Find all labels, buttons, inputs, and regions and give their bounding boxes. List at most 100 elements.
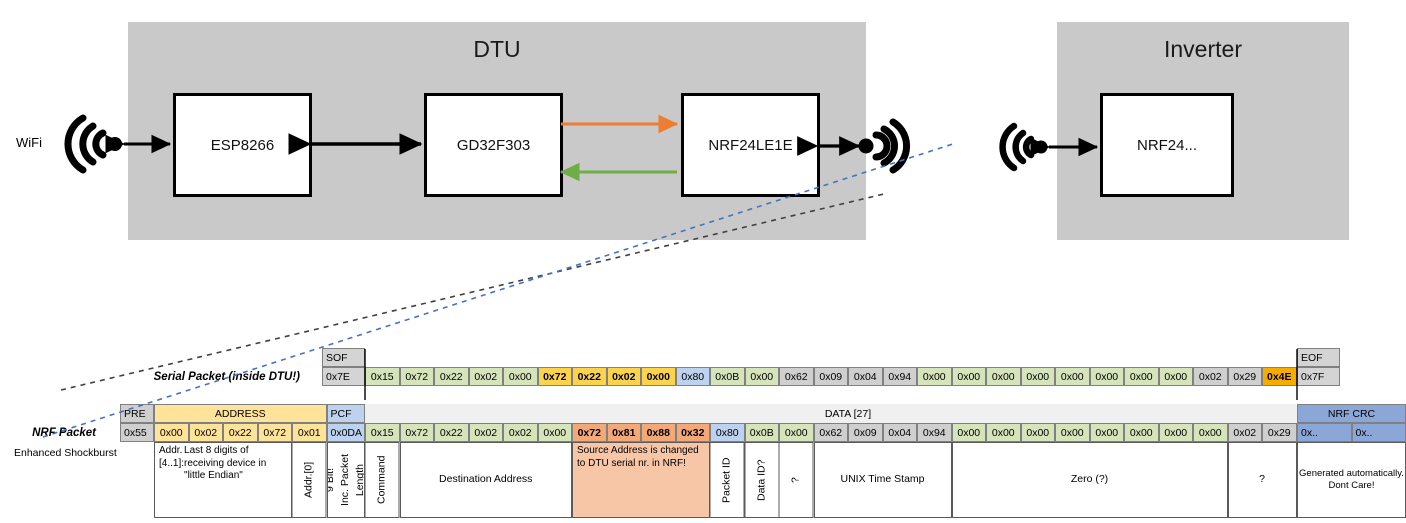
nrf-byte-19: 0x00 [1020, 423, 1055, 442]
serial-byte-13: 0x09 [813, 367, 848, 386]
nrf-byte-1: 0x72 [399, 423, 434, 442]
nrf-crc-byte-0: 0x.. [1297, 423, 1352, 442]
desc-address-line-1: Last 8 digits of receiving device in "li… [184, 445, 267, 481]
desc-addr0: Addr.[0] [292, 442, 327, 518]
dtu-title: DTU [473, 36, 521, 62]
dtu-rf-antenna-icon [872, 118, 911, 174]
serial-byte-11: 0x00 [744, 367, 779, 386]
wifi-antenna-icon [64, 114, 107, 174]
serial-byte-15: 0x94 [882, 367, 917, 386]
serial-eof-header: EOF [1297, 348, 1340, 367]
serial-byte-3: 0x02 [468, 367, 503, 386]
nrf-byte-21: 0x00 [1089, 423, 1124, 442]
nrf-byte-20: 0x00 [1055, 423, 1090, 442]
nrf-byte-2: 0x22 [434, 423, 469, 442]
serial-byte-19: 0x00 [1020, 367, 1055, 386]
inverter-rf-antenna-icon [999, 122, 1035, 172]
serial-byte-9: 0x80 [675, 367, 710, 386]
serial-byte-6: 0x22 [572, 367, 607, 386]
nrf-address-byte-2: 0x22 [223, 423, 258, 442]
desc-command: Command [365, 442, 400, 518]
nrf-pre-value: 0x55 [120, 423, 154, 442]
serial-byte-8: 0x00 [641, 367, 676, 386]
nrf-packet-sublabel: Enhanced Shockburst [14, 447, 117, 459]
nrf-byte-15: 0x04 [882, 423, 917, 442]
serial-byte-20: 0x00 [1055, 367, 1090, 386]
serial-byte-1: 0x72 [399, 367, 434, 386]
chip-esp8266: ESP8266 [173, 93, 312, 197]
nrf-byte-17: 0x00 [951, 423, 986, 442]
nrf-crc-byte-1: 0x.. [1351, 423, 1406, 442]
inverter-rf-antenna-dot [1034, 140, 1048, 154]
serial-byte-5: 0x72 [537, 367, 572, 386]
nrf-byte-14: 0x09 [848, 423, 883, 442]
nrf-pcf-value: 0x0DA [326, 423, 365, 442]
desc-data-id: Data ID? [744, 442, 779, 518]
desc-unknown-1: ? [779, 442, 814, 518]
serial-sof-value: 0x7E [322, 367, 365, 386]
serial-byte-21: 0x00 [1089, 367, 1124, 386]
nrf-byte-8: 0x88 [641, 423, 676, 442]
nrf-byte-9: 0x32 [675, 423, 710, 442]
serial-byte-18: 0x00 [986, 367, 1021, 386]
nrf-pcf-header: PCF [326, 404, 365, 423]
nrf-byte-18: 0x00 [986, 423, 1021, 442]
desc-pcf-length: Length [354, 463, 365, 497]
desc-address: Addr. [4..1]:Last 8 digits of receiving … [154, 442, 292, 518]
chip-nrf24: NRF24... [1100, 93, 1234, 197]
serial-byte-0: 0x15 [365, 367, 400, 386]
nrf-byte-7: 0x81 [606, 423, 641, 442]
serial-byte-10: 0x0B [710, 367, 745, 386]
desc-zero: Zero (?) [951, 442, 1228, 518]
serial-byte-7: 0x02 [606, 367, 641, 386]
serial-byte-12: 0x62 [779, 367, 814, 386]
nrf-byte-12: 0x00 [779, 423, 814, 442]
nrf-data-header: DATA [27] [365, 404, 1331, 423]
serial-sof-header: SOF [322, 348, 365, 367]
nrf-byte-25: 0x02 [1227, 423, 1262, 442]
chip-gd32f303: GD32F303 [424, 93, 563, 197]
nrf-address-byte-0: 0x00 [154, 423, 189, 442]
nrf-address-header: ADDRESS [154, 404, 327, 423]
nrf-byte-23: 0x00 [1158, 423, 1193, 442]
nrf-byte-10: 0x80 [710, 423, 745, 442]
desc-destination-address: Destination Address [399, 442, 572, 518]
serial-eof-value: 0x7F [1297, 367, 1340, 386]
desc-unknown-2: ? [1227, 442, 1297, 518]
serial-byte-23: 0x00 [1158, 367, 1193, 386]
nrf-byte-13: 0x62 [813, 423, 848, 442]
wifi-label: WiFi [16, 135, 42, 150]
serial-packet-label: Serial Packet (inside DTU!) [153, 371, 300, 383]
nrf-byte-4: 0x02 [503, 423, 538, 442]
chip-nrf24le1e-label: NRF24LE1E [708, 136, 793, 154]
desc-address-line-0: Addr. [4..1]: [159, 445, 185, 469]
serial-byte-17: 0x00 [951, 367, 986, 386]
desc-pcf-inc: Inc. Packet [339, 454, 352, 506]
desc-source-address: Source Address is changed to DTU serial … [572, 442, 710, 518]
nrf-pre-header: PRE [120, 404, 154, 423]
chip-gd32f303-label: GD32F303 [456, 136, 531, 154]
nrf-byte-5: 0x00 [537, 423, 572, 442]
nrf-crc-header: NRF CRC [1297, 404, 1406, 423]
nrf-address-byte-4: 0x01 [292, 423, 327, 442]
desc-pcf-9bit: 9 Bit! [326, 468, 337, 492]
serial-byte-4: 0x00 [503, 367, 538, 386]
serial-byte-24: 0x02 [1193, 367, 1228, 386]
desc-crc-auto: Generated automatically. Dont Care! [1297, 442, 1406, 518]
desc-unix-time-stamp: UNIX Time Stamp [813, 442, 952, 518]
nrf-address-byte-3: 0x72 [257, 423, 292, 442]
chip-esp8266-label: ESP8266 [210, 136, 275, 154]
nrf-byte-3: 0x02 [468, 423, 503, 442]
nrf-address-byte-1: 0x02 [188, 423, 223, 442]
nrf-byte-16: 0x94 [917, 423, 952, 442]
serial-byte-16: 0x00 [917, 367, 952, 386]
nrf-byte-11: 0x0B [744, 423, 779, 442]
nrf-packet-label: NRF Packet [32, 427, 96, 439]
serial-byte-26: 0x4E [1262, 367, 1297, 386]
serial-byte-25: 0x29 [1227, 367, 1262, 386]
nrf-byte-22: 0x00 [1124, 423, 1159, 442]
chip-nrf24-label: NRF24... [1136, 136, 1197, 154]
